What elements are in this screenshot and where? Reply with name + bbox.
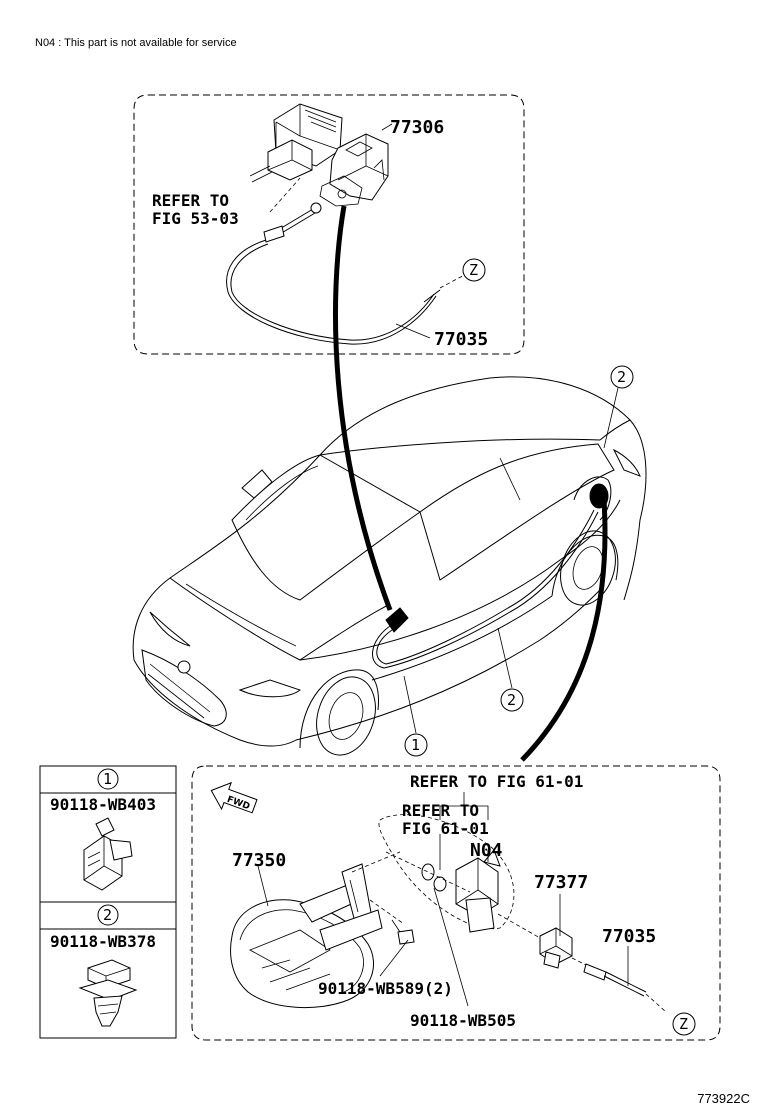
leader-wb589 (379, 939, 409, 977)
service-note: N04 : This part is not available for ser… (35, 37, 237, 49)
fwd-arrow-icon: FWD (210, 781, 258, 814)
label-wb589: 90118-WB589(2) (318, 979, 453, 998)
clip-wb378-icon (78, 959, 138, 1027)
connector-top (332, 205, 393, 611)
label-77035-top: 77035 (434, 329, 488, 350)
opener-handle-assembly (249, 103, 343, 183)
leader-refer (269, 177, 301, 213)
legend-id-2: 2 (103, 906, 112, 924)
legend-circle-1 (97, 768, 119, 790)
fuel-door-housing (378, 814, 515, 930)
z-marker-bottom (672, 1012, 696, 1036)
connector-bottom (520, 499, 608, 762)
axis-line-d (497, 913, 541, 939)
clip-wb403-icon (83, 817, 133, 891)
leader-77035-top (395, 323, 431, 339)
lock-bracket-n04 (455, 849, 501, 933)
lever-77306 (319, 133, 389, 207)
cable-77035-bottom (571, 957, 667, 1013)
legend-circle-2 (97, 904, 119, 926)
top-detail-box: 77306 REFER TO FIG 53-03 77035 Z (133, 94, 525, 355)
axis-line-b (351, 851, 401, 873)
leader-c2-top (603, 387, 619, 449)
label-wb505: 90118-WB505 (410, 1011, 516, 1030)
label-77035-bot: 77035 (602, 926, 656, 947)
label-77377: 77377 (534, 872, 588, 893)
leader-77306 (381, 123, 393, 131)
legend-part-1: 90118-WB403 (50, 795, 156, 814)
refer-bracket (439, 792, 489, 820)
figure-code: 773922C (697, 1091, 750, 1106)
leader-wb505 (433, 887, 469, 1007)
grommet-a (421, 863, 435, 881)
leader-c1-mid (403, 675, 417, 734)
leader-c2-mid (497, 627, 513, 689)
actuator-77377 (539, 927, 573, 969)
legend-part-2: 90118-WB378 (50, 932, 156, 951)
bolt-wb589 (391, 919, 415, 945)
label-z-top: Z (469, 261, 478, 279)
label-refer-top-2: FIG 53-03 (152, 209, 239, 228)
axis-line-a (385, 851, 471, 893)
circle-c1-mid (404, 733, 428, 757)
circle-c2-mid (500, 688, 524, 712)
grommet-b (433, 876, 447, 892)
label-n04: N04 (470, 840, 503, 861)
label-c2-top: 2 (617, 368, 626, 386)
bottom-detail-box: FWD (191, 765, 721, 1041)
clip-legend-table: 1 90118-WB403 2 90118-WB378 (39, 765, 177, 1039)
label-refer-top-1: REFER TO (152, 191, 229, 210)
label-z-bottom: Z (679, 1015, 688, 1033)
label-c1-mid: 1 (411, 736, 420, 754)
label-refer-61-sub-2: FIG 61-01 (402, 819, 489, 838)
leader-77350 (257, 865, 269, 907)
label-refer-61-main: REFER TO FIG 61-01 (410, 772, 583, 791)
label-77306: 77306 (390, 117, 444, 138)
label-77350: 77350 (232, 850, 286, 871)
z-marker-top (462, 258, 486, 282)
legend-id-1: 1 (103, 770, 112, 788)
circle-c2-top (610, 365, 634, 389)
fuel-door-77350 (230, 863, 383, 1008)
car-illustration (132, 376, 647, 756)
cable-77035-top (226, 202, 441, 345)
label-c2-mid: 2 (507, 691, 516, 709)
label-refer-61-sub-1: REFER TO (402, 801, 479, 820)
